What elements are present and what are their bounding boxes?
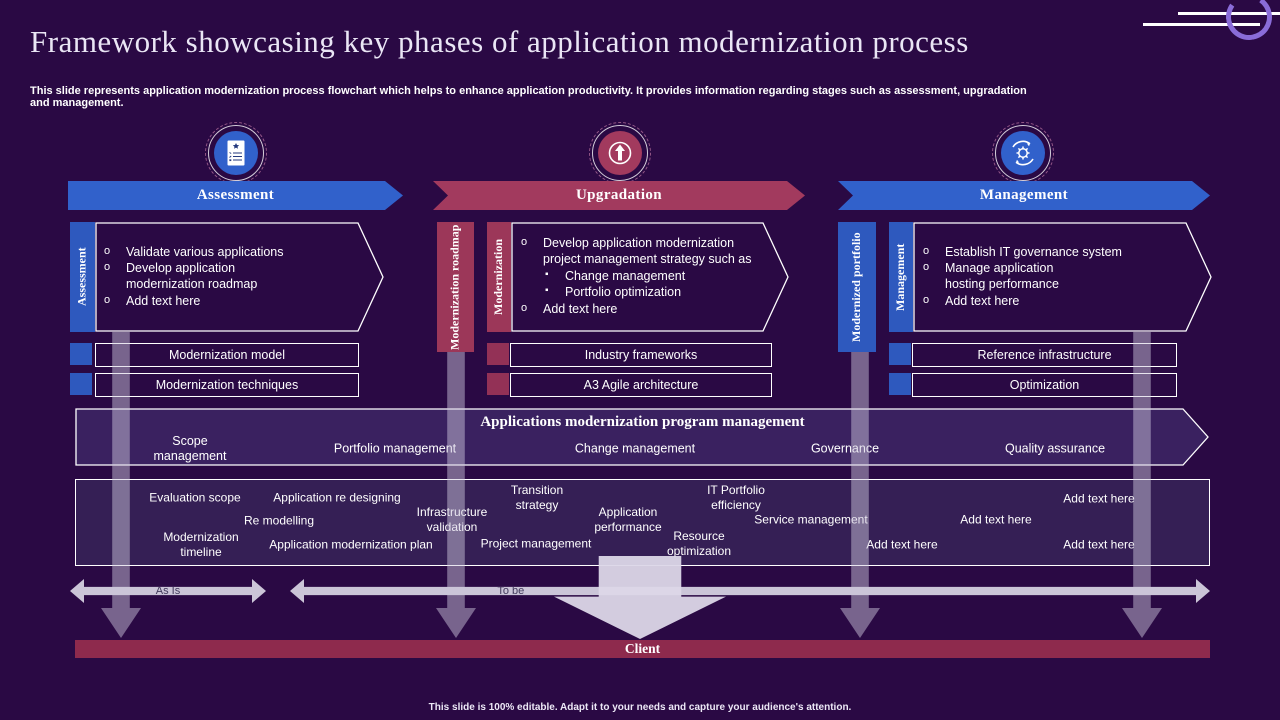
activity-label: Add text here bbox=[960, 512, 1032, 527]
band-item: Quality assurance bbox=[1004, 441, 1106, 456]
activity-label: Add text here bbox=[866, 537, 938, 552]
list-item: Add text here bbox=[923, 294, 1181, 310]
client-down-arrow bbox=[554, 556, 726, 639]
chip-marker bbox=[487, 373, 509, 395]
side-tab-modernized-portfolio: Modernized portfolio bbox=[838, 222, 876, 352]
band-item: Governance bbox=[810, 441, 880, 456]
chip-a3-agile-architecture: A3 Agile architecture bbox=[510, 373, 772, 397]
phase-banner-upgradation: Upgradation bbox=[433, 181, 805, 210]
program-management-band: Applications modernization program manag… bbox=[75, 408, 1210, 466]
side-tab-modernization: Modernization bbox=[487, 222, 511, 332]
list-item: Develop application modernization projec… bbox=[521, 236, 773, 268]
brand-circle-logo bbox=[1222, 0, 1276, 44]
list-item: Add text here bbox=[104, 294, 304, 310]
chip-marker bbox=[487, 343, 509, 365]
list-item: Manage application hosting performance bbox=[923, 261, 1181, 293]
side-tab-management: Management bbox=[889, 222, 913, 332]
upgradation-detail-box bbox=[511, 222, 789, 332]
client-bar: Client bbox=[75, 640, 1210, 658]
as-is-label: As Is bbox=[155, 585, 181, 597]
management-detail-box bbox=[913, 222, 1212, 332]
chip-marker bbox=[889, 343, 911, 365]
side-tab-modernization-roadmap: Modernization roadmap bbox=[437, 222, 474, 352]
band-title: Applications modernization program manag… bbox=[480, 414, 805, 430]
activity-label: Re modelling bbox=[243, 513, 315, 528]
activity-label: Application performance bbox=[594, 505, 662, 534]
chip-modernization-techniques: Modernization techniques bbox=[95, 373, 359, 397]
management-bullet-list: Establish IT governance system Manage ap… bbox=[923, 222, 1181, 332]
chip-marker bbox=[70, 343, 92, 365]
chip-optimization: Optimization bbox=[912, 373, 1177, 397]
activity-label: Infrastructure validation bbox=[416, 505, 488, 534]
activity-label: Resource optimization bbox=[666, 529, 732, 558]
activity-panel: Evaluation scope Application re designin… bbox=[75, 479, 1210, 566]
activity-label: Modernization timeline bbox=[163, 530, 239, 559]
sub-list-item: Portfolio optimization bbox=[545, 285, 773, 301]
sub-list-item: Change management bbox=[545, 269, 773, 285]
chip-marker bbox=[889, 373, 911, 395]
band-item: Change management bbox=[574, 441, 696, 456]
side-tab-assessment: Assessment bbox=[70, 222, 95, 332]
clipboard-checklist-icon bbox=[208, 125, 264, 181]
upgradation-bullet-list: Develop application modernization projec… bbox=[521, 222, 773, 332]
list-item: Validate various applications bbox=[104, 245, 304, 261]
slide-subtitle: This slide represents application modern… bbox=[30, 85, 1027, 109]
phase-banner-assessment: Assessment bbox=[68, 181, 403, 210]
activity-label: Service management bbox=[754, 512, 868, 527]
assessment-detail-box bbox=[95, 222, 384, 332]
to-be-label: To be bbox=[497, 585, 525, 597]
to-be-double-arrow: To be bbox=[290, 579, 1210, 603]
page-title: Framework showcasing key phases of appli… bbox=[30, 24, 969, 59]
logo-line bbox=[1178, 12, 1280, 15]
chip-industry-frameworks: Industry frameworks bbox=[510, 343, 772, 367]
as-is-double-arrow: As Is bbox=[70, 579, 266, 603]
activity-label: Application re designing bbox=[273, 490, 401, 505]
activity-label: Project management bbox=[480, 536, 592, 551]
activity-label: Add text here bbox=[1063, 491, 1135, 506]
list-item: Develop application modernization roadma… bbox=[104, 261, 304, 293]
phase-banner-management: Management bbox=[838, 181, 1210, 210]
chip-modernization-model: Modernization model bbox=[95, 343, 359, 367]
chip-marker bbox=[70, 373, 92, 395]
gear-sync-icon bbox=[995, 125, 1051, 181]
list-item: Establish IT governance system bbox=[923, 245, 1181, 261]
upgrade-arrow-icon bbox=[592, 125, 648, 181]
logo-line bbox=[1143, 23, 1260, 26]
activity-label: Add text here bbox=[1063, 537, 1135, 552]
footer-note: This slide is 100% editable. Adapt it to… bbox=[428, 702, 852, 713]
activity-label: Transition strategy bbox=[510, 483, 564, 512]
activity-label: IT Portfolio efficiency bbox=[707, 483, 765, 512]
chip-reference-infrastructure: Reference infrastructure bbox=[912, 343, 1177, 367]
band-shape bbox=[75, 408, 1209, 466]
assessment-bullet-list: Validate various applications Develop ap… bbox=[104, 222, 304, 332]
band-item: Scope management bbox=[153, 434, 227, 463]
band-item: Portfolio management bbox=[333, 441, 457, 456]
list-item: Add text here bbox=[521, 302, 773, 318]
activity-label: Application modernization plan bbox=[269, 537, 433, 552]
activity-label: Evaluation scope bbox=[149, 490, 241, 505]
